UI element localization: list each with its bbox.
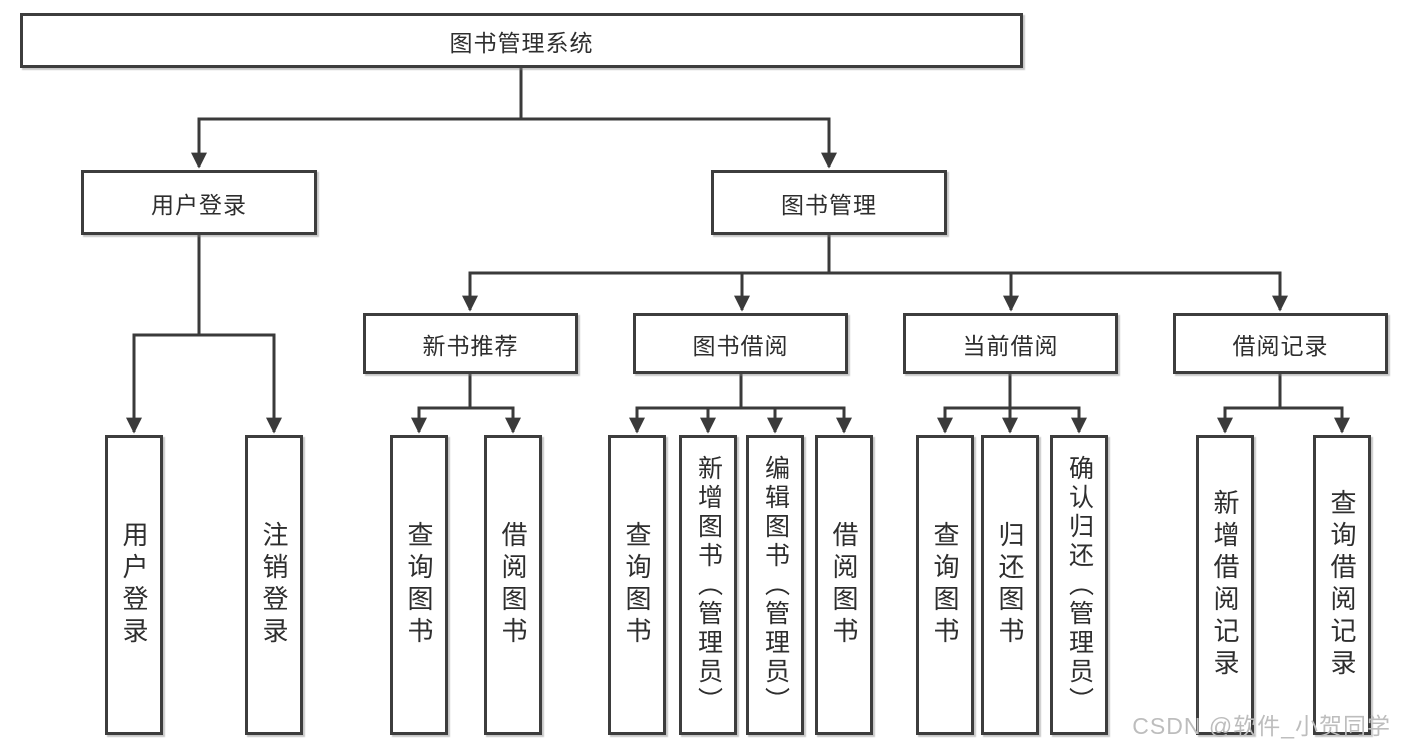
leaf-label: 注销登录 [259, 521, 289, 649]
leaf-label: 借阅图书 [498, 521, 528, 649]
leaf-label: 查询图书 [622, 521, 652, 649]
leaf-label: 查询图书 [404, 521, 434, 649]
node-book-management: 图书管理 [711, 170, 947, 235]
leaf-logout: 注销登录 [245, 435, 303, 735]
leaf-add-borrow-record: 新增借阅记录 [1196, 435, 1254, 735]
leaf-label: 编辑图书（管理员） [761, 454, 790, 716]
leaf-label: 查询借阅记录 [1327, 489, 1357, 681]
leaf-return-books: 归还图书 [981, 435, 1039, 735]
node-label: 借阅记录 [1232, 332, 1329, 359]
leaf-query-borrow-record: 查询借阅记录 [1313, 435, 1371, 735]
node-label: 图书管理系统 [449, 29, 594, 56]
node-label: 图书管理 [781, 191, 877, 218]
node-label: 图书借阅 [692, 332, 789, 359]
leaf-label: 新增图书（管理员） [694, 454, 723, 716]
leaf-edit-books-admin: 编辑图书（管理员） [746, 435, 804, 735]
node-label: 当前借阅 [962, 332, 1059, 359]
leaf-label: 查询图书 [930, 521, 960, 649]
node-user-login: 用户登录 [81, 170, 317, 235]
leaf-borrow-books-recommend: 借阅图书 [484, 435, 542, 735]
leaf-borrow-books: 借阅图书 [815, 435, 873, 735]
node-new-book-recommend: 新书推荐 [363, 313, 578, 374]
node-book-borrow: 图书借阅 [633, 313, 848, 374]
node-current-borrow: 当前借阅 [903, 313, 1118, 374]
node-label: 用户登录 [151, 191, 247, 218]
leaf-label: 归还图书 [995, 521, 1025, 649]
node-label: 新书推荐 [422, 332, 519, 359]
leaf-confirm-return-admin: 确认归还（管理员） [1050, 435, 1108, 735]
node-library-management-system: 图书管理系统 [20, 13, 1023, 68]
leaf-user-login: 用户登录 [105, 435, 163, 735]
leaf-query-books-borrow: 查询图书 [608, 435, 666, 735]
leaf-label: 新增借阅记录 [1210, 489, 1240, 681]
leaf-label: 借阅图书 [829, 521, 859, 649]
leaf-query-books-current: 查询图书 [916, 435, 974, 735]
leaf-add-books-admin: 新增图书（管理员） [679, 435, 737, 735]
leaf-label: 确认归还（管理员） [1065, 454, 1094, 716]
leaf-query-books-recommend: 查询图书 [390, 435, 448, 735]
node-borrow-records: 借阅记录 [1173, 313, 1388, 374]
leaf-label: 用户登录 [119, 521, 149, 649]
